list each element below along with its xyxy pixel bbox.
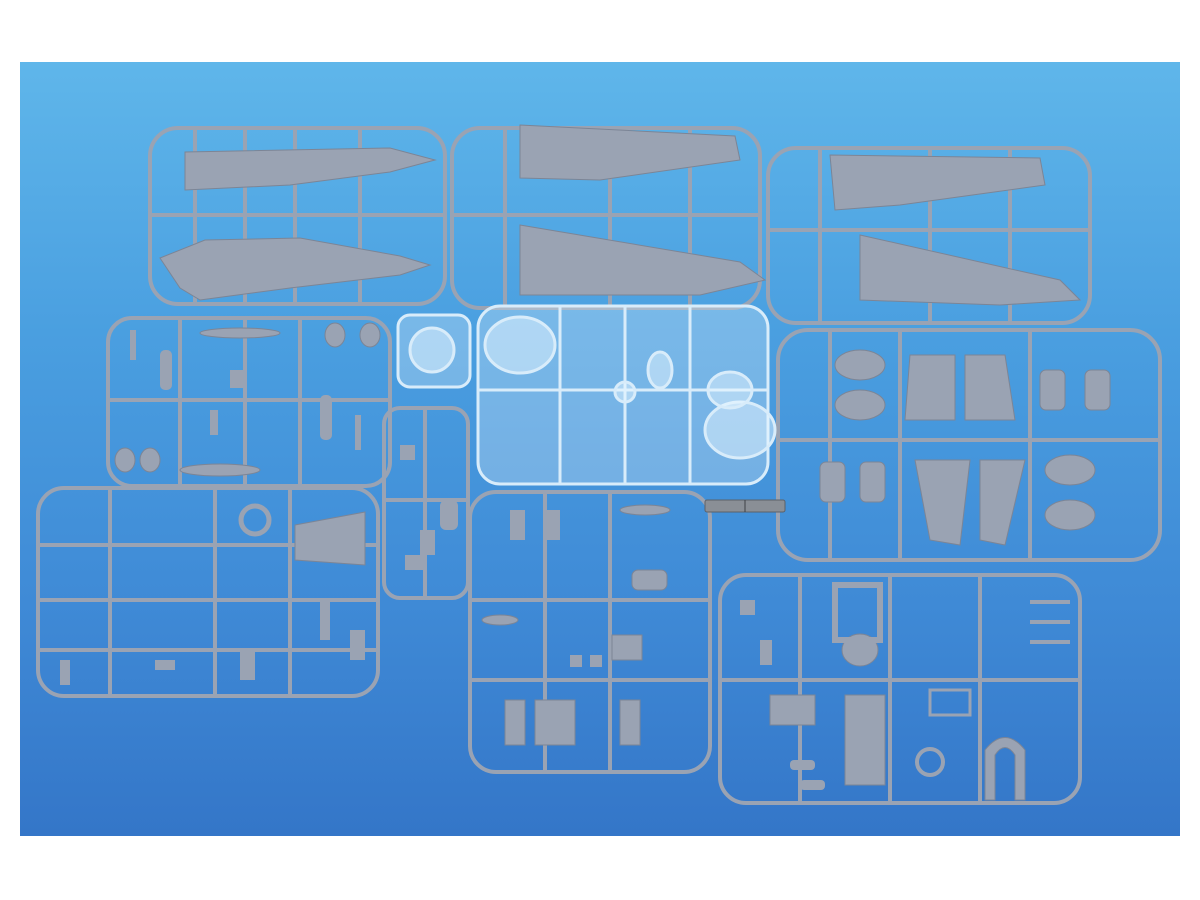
stabilizer-4 [979, 459, 1026, 546]
engine-part [1039, 369, 1066, 411]
wing-lower-part [519, 224, 767, 296]
sprue-tail-surfaces [776, 328, 1162, 562]
wheel [114, 447, 136, 473]
stabilizer-3 [914, 459, 971, 546]
wheel [324, 322, 346, 348]
cowling-part [834, 389, 886, 421]
floor-panel [844, 694, 886, 786]
panel-part [769, 694, 816, 726]
instrument-ring [915, 747, 945, 777]
panel-part [504, 699, 526, 746]
cowling-part [834, 349, 886, 381]
fuselage-half-upper [184, 147, 437, 191]
sprue-wing-lower [766, 146, 1092, 325]
wheel [139, 447, 161, 473]
stabilizer-1 [904, 354, 956, 421]
wheel [359, 322, 381, 348]
wing-right-lower [859, 234, 1082, 306]
engine-part [1084, 369, 1111, 411]
engine-ring [238, 503, 272, 537]
small-wing-part [199, 327, 281, 339]
panel-part [534, 699, 576, 746]
kit-sprues-photo: Plastic model aircraft kit sprues in gre… [20, 62, 1180, 836]
interior-frame [984, 737, 1026, 801]
small-wing-part [179, 463, 261, 477]
cowling-part [1044, 454, 1096, 486]
sprue-clear-small [396, 313, 472, 389]
stabilizer-2 [964, 354, 1016, 421]
sprue-bottom-middle [468, 490, 712, 774]
panel-part [611, 634, 643, 661]
tail-fin [294, 511, 366, 566]
panel-part [619, 699, 641, 746]
cowling-part [1044, 499, 1096, 531]
photo-etch-bar [704, 499, 786, 513]
drop-tank [481, 614, 519, 626]
engine-part [819, 461, 846, 503]
engine-part [859, 461, 886, 503]
wing-upper-part [519, 124, 741, 181]
radiator-part [631, 569, 668, 591]
nacelle-part [619, 504, 671, 516]
fuselage-half-lower [159, 237, 432, 301]
sprue-clear-canopy [476, 304, 777, 486]
interior-frame [832, 582, 883, 643]
wing-right-upper [829, 154, 1046, 211]
sprue-bottom-right [718, 573, 1082, 805]
